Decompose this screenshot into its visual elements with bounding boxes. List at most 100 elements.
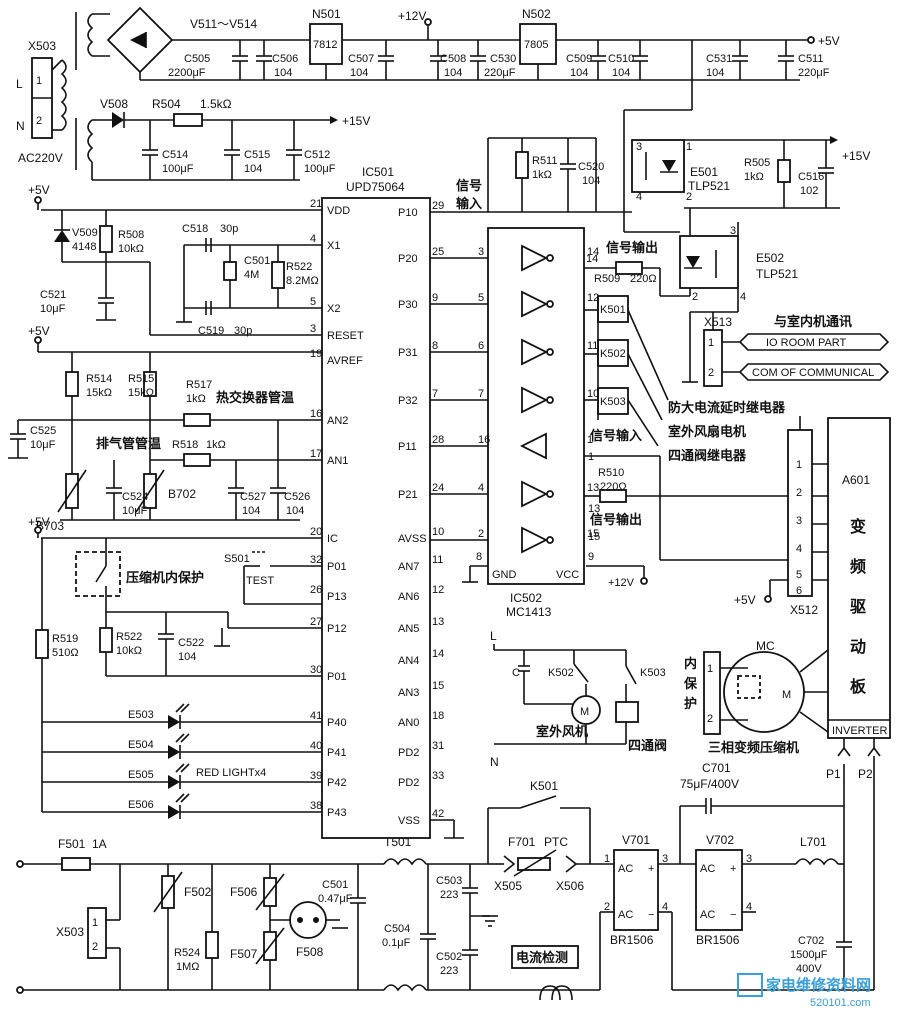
v509-label: V509 <box>72 227 98 239</box>
n501-label: N501 <box>312 7 341 21</box>
ic502-gate-icon <box>521 480 549 508</box>
svg-text:1: 1 <box>707 663 713 675</box>
v702-ac2: AC <box>700 909 715 921</box>
ic501-left-pin-num: 21 <box>310 198 322 210</box>
ic501-right-pin-num: 29 <box>432 200 444 212</box>
c519-label: C519 <box>198 325 224 337</box>
load-section: L N C K502 M 室外风机 K503 四通阀 内 保 护 12 MC M <box>490 629 829 769</box>
ic501-left-pin-label: P01 <box>327 561 347 573</box>
x506-label: X506 <box>556 879 584 893</box>
v701-ac1: AC <box>618 863 633 875</box>
transformer-primary <box>60 59 67 131</box>
c524-label: C524 <box>122 491 148 503</box>
x503b-label: X503 <box>56 925 84 939</box>
inverter-label: INVERTER <box>832 725 887 737</box>
ic501-right-pin-num: 18 <box>432 710 444 722</box>
ic501-right-pin-num: 15 <box>432 680 444 692</box>
x503b-connector <box>87 907 107 959</box>
ic501-left-pin-label: P13 <box>327 591 347 603</box>
ic502-gate-icon <box>521 244 549 272</box>
ic501-left-pin-label: P12 <box>327 623 347 635</box>
relay1-label: 防大电流延时继电器 <box>668 400 786 416</box>
ic502-gnd: GND <box>492 569 517 581</box>
ic501-left-pin-label: AVREF <box>327 355 363 367</box>
svg-text:1: 1 <box>708 337 714 349</box>
inner-prot-connector <box>703 651 721 735</box>
b703-label: B703 <box>36 519 64 533</box>
four-way-label: 四通阀 <box>628 738 667 754</box>
c521-value: 10μF <box>40 303 66 315</box>
temperature-sensor-circuit: +5V R514 15kΩ R515 15kΩ R517 1kΩ 热交换器管温 … <box>8 324 322 533</box>
ic501-right-pin-label: P20 <box>398 253 418 265</box>
relay3-label: 四通阀继电器 <box>668 448 747 464</box>
r524-value: 1MΩ <box>176 961 200 973</box>
r505-value: 1kΩ <box>744 171 764 183</box>
inner-prot-1: 内 <box>684 656 697 672</box>
c508-value: 104 <box>444 67 462 79</box>
ic501-left-pin-label: RESET <box>327 330 364 342</box>
load-L-label: L <box>490 629 497 643</box>
ic501-right-pin-label: AN7 <box>398 561 419 573</box>
a601-char: 板 <box>850 677 867 696</box>
ic501-block: IC501 UPD75064 21VDD4X15X23RESET19AVREF1… <box>310 165 444 839</box>
ic501-left-pin-num: 38 <box>310 800 322 812</box>
c524-value: 10μF <box>122 505 148 517</box>
svg-text:2: 2 <box>92 941 98 953</box>
choke-t501-bottom <box>383 984 427 992</box>
r511-label: R511 <box>532 155 557 167</box>
r508-label: R508 <box>118 229 144 241</box>
plus15v-right-label: +15V <box>842 149 870 163</box>
ic501-left-pin-label: P01 <box>327 671 347 683</box>
resistor-r522 <box>99 627 113 653</box>
c509-label: C509 <box>566 53 592 65</box>
c527-value: 104 <box>242 505 260 517</box>
ic501-left-pin-label: AN2 <box>327 415 348 427</box>
c505-label: C505 <box>184 53 210 65</box>
c516-value: 102 <box>800 185 818 197</box>
neutral-label: N <box>16 119 25 133</box>
ic501-right-pin-num: 28 <box>432 434 444 446</box>
c501x-value: 4M <box>244 269 259 281</box>
ic502-out-pin: 12 <box>587 292 599 304</box>
v702-label: V702 <box>706 833 734 847</box>
c702-value2: 400V <box>796 963 822 975</box>
ic501-left-pin-label: IC <box>327 533 338 545</box>
f507-label: F507 <box>230 947 258 961</box>
ic502-out-pin: 14 <box>587 246 599 258</box>
ic502-gate-icon <box>521 290 549 318</box>
n502-label: N502 <box>522 7 551 21</box>
c507-label: C507 <box>348 53 374 65</box>
crystal-c501 <box>223 261 237 281</box>
ic501-right-pin-label: VSS <box>398 815 420 827</box>
ic502-out-pin: 15 <box>587 528 599 540</box>
plus5v-ic-label: +5V <box>28 515 50 529</box>
svg-text:1: 1 <box>588 451 594 463</box>
f501-value: 1A <box>92 837 107 851</box>
v702-ac1: AC <box>700 863 715 875</box>
ic502-gate-icon <box>519 432 547 460</box>
x513-label: X513 <box>704 315 732 329</box>
svg-text:+: + <box>648 863 654 875</box>
mains-input-section: F501 1A 12 X503 F502 R524 1MΩ F506 F507 <box>16 738 881 1001</box>
c525-label: C525 <box>30 425 56 437</box>
r518-label: R518 <box>172 439 198 451</box>
ic501-left-pin-num: 16 <box>310 408 322 420</box>
svg-text:1: 1 <box>604 853 610 865</box>
svg-text:13: 13 <box>588 503 600 515</box>
a601-char: 驱 <box>850 597 866 616</box>
regulator-n502 <box>519 23 557 65</box>
ic501-left-pin-num: 39 <box>310 770 322 782</box>
red-light-label: RED LIGHTx4 <box>196 767 266 779</box>
ic501-right-pin-label: P21 <box>398 489 418 501</box>
c504-value: 0.1μF <box>382 937 411 949</box>
signal-in-bottom: 信号输入 <box>590 428 642 444</box>
four-way-valve-coil <box>615 701 639 723</box>
k503-label: K503 <box>600 396 626 408</box>
k503-contact-label: K503 <box>640 667 666 679</box>
c502-label: C502 <box>436 951 462 963</box>
led-label: E505 <box>128 769 154 781</box>
svg-text:4: 4 <box>636 191 642 203</box>
